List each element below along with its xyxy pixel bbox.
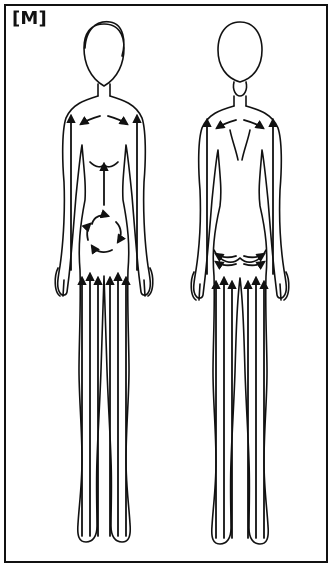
front-head-outline <box>84 24 124 86</box>
front-hair-outline <box>85 22 124 56</box>
front-abdomen-arrow-4 <box>87 224 90 240</box>
back-head-outline <box>218 22 262 82</box>
front-right-shoulder-arrow <box>108 116 127 124</box>
front-left-shoulder-arrow <box>81 116 100 124</box>
back-body-figure <box>191 22 289 544</box>
back-right-shoulder-arrow <box>244 120 263 128</box>
back-hair-bun <box>233 82 246 96</box>
front-body-figure <box>55 22 153 542</box>
front-abdomen-arrow-2 <box>116 222 121 242</box>
front-abdomen-arrow-1 <box>92 215 108 224</box>
back-spine-lines <box>230 130 250 160</box>
back-left-shoulder-arrow <box>217 120 236 128</box>
back-neck-outline <box>234 96 246 106</box>
front-abdomen-arrow-3 <box>92 246 112 252</box>
